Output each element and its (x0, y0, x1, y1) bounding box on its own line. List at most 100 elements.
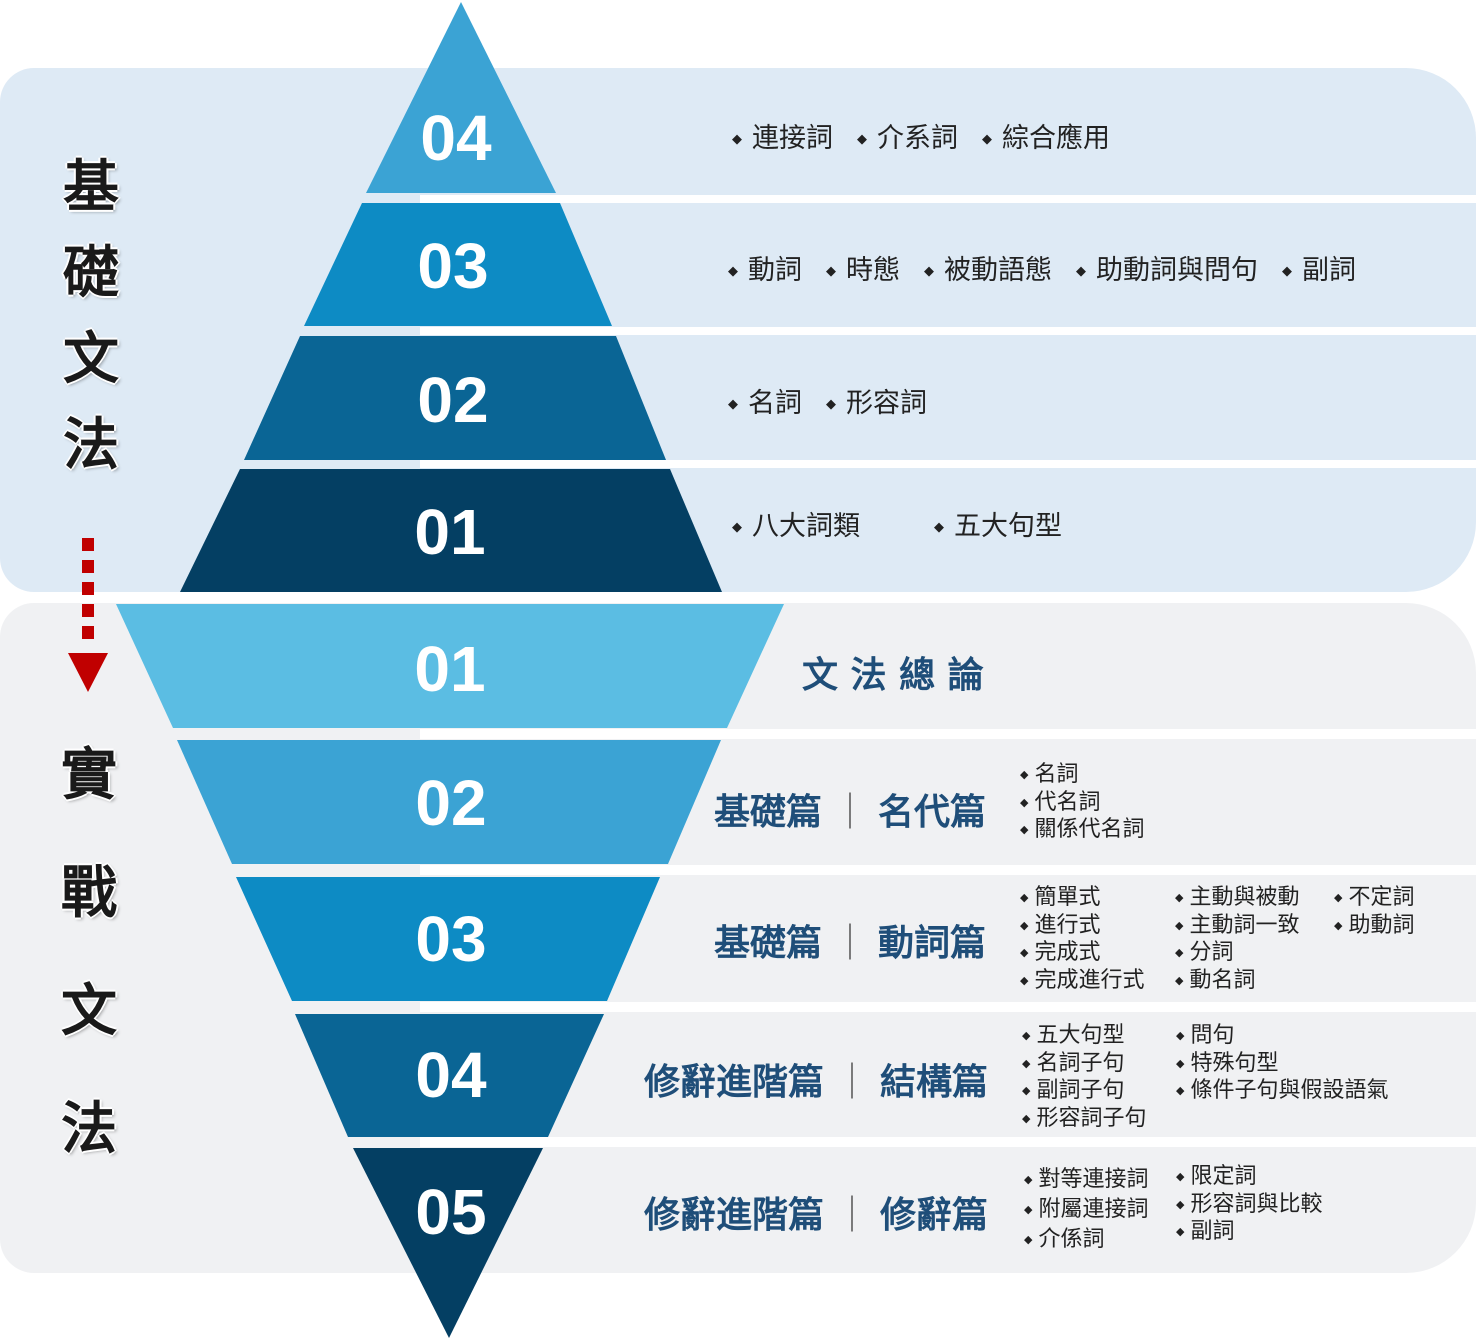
topic-item: 名詞 (728, 381, 802, 420)
section-subname: 修辭篇 (879, 1195, 988, 1236)
title-separator: ｜ (831, 792, 868, 833)
topic-item: 副詞子句 (1022, 1077, 1146, 1105)
basic-title-char: 法 (63, 413, 119, 478)
practical-level-number: 03 (415, 903, 487, 975)
topic-item: 介係詞 (1024, 1225, 1148, 1255)
topic-item: 完成進行式 (1020, 967, 1144, 995)
topic-item: 主動詞一致 (1175, 912, 1299, 940)
topic-item: 主動與被動 (1175, 884, 1299, 912)
basic-level-02-items: 名詞形容詞 (728, 381, 951, 420)
basic-level-01-items: 八大詞類 五大句型 (732, 504, 1086, 543)
topic-item: 時態 (826, 248, 900, 287)
section-name: 基礎篇 (713, 923, 822, 964)
basic-grammar-title: 基 礎 文 法 (56, 160, 126, 474)
practical-level-02-segment (177, 740, 721, 864)
practical-level-03-items-col1: 簡單式 進行式 完成式 完成進行式 (1020, 884, 1144, 994)
basic-title-char: 礎 (63, 241, 119, 306)
section-name: 基礎篇 (713, 792, 822, 833)
topic-item: 八大詞類 (732, 504, 860, 543)
topic-item: 簡單式 (1020, 884, 1144, 912)
practical-level-number: 05 (415, 1176, 487, 1248)
topic-item: 形容詞子句 (1022, 1105, 1146, 1133)
basic-title-char: 基 (63, 155, 119, 220)
practical-level-04-items-col2: 問句 特殊句型 條件子句與假設語氣 (1176, 1022, 1388, 1105)
practical-level-05-items-col2: 限定詞 形容詞與比較 副詞 (1176, 1163, 1322, 1246)
topic-item: 介系詞 (857, 116, 958, 155)
practical-title-char: 法 (61, 1097, 117, 1162)
basic-level-number: 02 (417, 364, 489, 436)
basic-level-number: 01 (414, 496, 486, 568)
practical-level-01-title: 文 法 總 論 (802, 655, 984, 696)
row-divider (420, 729, 1476, 739)
practical-level-01-segment (116, 604, 784, 728)
topic-item: 五大句型 (934, 504, 1062, 543)
topic-item: 進行式 (1020, 912, 1144, 940)
row-divider (420, 195, 1476, 203)
practical-level-04-title: 修辭進階篇｜結構篇 (644, 1053, 988, 1105)
basic-level-02-segment (244, 336, 666, 460)
topic-item: 副詞 (1176, 1218, 1322, 1246)
topic-item: 綜合應用 (982, 116, 1110, 155)
topic-item: 特殊句型 (1176, 1050, 1388, 1078)
practical-title-char: 文 (61, 979, 117, 1044)
topic-item: 被動語態 (924, 248, 1052, 287)
topic-item: 名詞子句 (1022, 1050, 1146, 1078)
topic-item: 問句 (1176, 1022, 1388, 1050)
practical-level-03-segment (236, 877, 660, 1001)
topic-item: 形容詞 (826, 381, 927, 420)
basic-level-03-items: 動詞時態被動語態助動詞與問句副詞 (728, 248, 1380, 287)
basic-level-number: 04 (420, 102, 492, 174)
row-divider (420, 460, 1476, 468)
practical-level-number: 02 (415, 767, 487, 839)
topic-item: 附屬連接詞 (1024, 1195, 1148, 1225)
practical-level-number: 01 (414, 633, 486, 705)
section-subname: 動詞篇 (877, 923, 986, 964)
section-name: 修辭進階篇 (643, 1062, 824, 1103)
topic-item: 代名詞 (1020, 789, 1144, 817)
row-divider (420, 327, 1476, 335)
basic-title-char: 文 (63, 327, 119, 392)
topic-item: 副詞 (1282, 248, 1356, 287)
practical-level-03-title: 基礎篇｜動詞篇 (714, 914, 986, 966)
topic-item: 名詞 (1020, 761, 1144, 789)
practical-level-03-items-col3: 不定詞 助動詞 (1334, 884, 1414, 939)
progression-arrow (68, 538, 108, 692)
practical-level-02-items: 名詞 代名詞 關係代名詞 (1020, 761, 1144, 844)
basic-level-04-segment (366, 2, 556, 193)
topic-item: 關係代名詞 (1020, 816, 1144, 844)
title-separator: ｜ (833, 1062, 870, 1103)
row-divider (420, 1002, 1476, 1012)
title-separator: ｜ (831, 923, 868, 964)
practical-level-05-title: 修辭進階篇｜修辭篇 (644, 1186, 988, 1238)
topic-item: 形容詞與比較 (1176, 1191, 1322, 1219)
topic-item: 助動詞 (1334, 912, 1414, 940)
section-name: 修辭進階篇 (643, 1195, 824, 1236)
row-divider (420, 1137, 1476, 1147)
practical-level-04-items-col1: 五大句型 名詞子句 副詞子句 形容詞子句 (1022, 1022, 1146, 1132)
topic-item: 動詞 (728, 248, 802, 287)
topic-item: 不定詞 (1334, 884, 1414, 912)
practical-level-02-title: 基礎篇｜名代篇 (714, 783, 986, 835)
practical-level-03-items-col2: 主動與被動 主動詞一致 分詞 動名詞 (1175, 884, 1299, 994)
basic-level-number: 03 (417, 230, 489, 302)
practical-title-char: 戰 (61, 861, 117, 926)
basic-level-04-items: 連接詞介系詞綜合應用 (732, 116, 1134, 155)
section-subname: 結構篇 (879, 1062, 988, 1103)
row-divider (420, 865, 1476, 875)
basic-level-03-segment (304, 203, 612, 326)
topic-item: 五大句型 (1022, 1022, 1146, 1050)
practical-grammar-title: 實 戰 文 法 (54, 748, 124, 1158)
practical-level-04-segment (295, 1014, 604, 1137)
basic-level-01-segment (180, 469, 722, 592)
topic-item: 限定詞 (1176, 1163, 1322, 1191)
topic-item: 分詞 (1175, 939, 1299, 967)
practical-level-number: 04 (415, 1039, 487, 1111)
topic-item: 對等連接詞 (1024, 1165, 1148, 1195)
practical-level-05-items-col1: 對等連接詞 附屬連接詞 介係詞 (1024, 1165, 1148, 1255)
section-subname: 名代篇 (877, 792, 986, 833)
practical-level-05-segment (353, 1148, 543, 1338)
title-separator: ｜ (833, 1195, 870, 1236)
topic-item: 動名詞 (1175, 967, 1299, 995)
topic-item: 連接詞 (732, 116, 833, 155)
